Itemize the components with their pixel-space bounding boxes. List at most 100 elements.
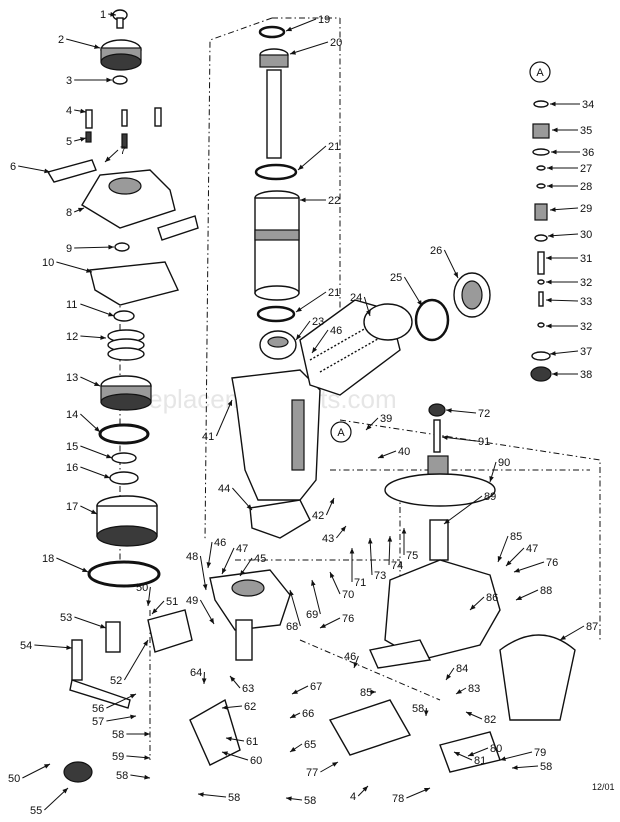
callout-arrowhead bbox=[497, 556, 503, 562]
callout-arrowhead bbox=[552, 371, 558, 377]
callout-arrowhead bbox=[94, 426, 100, 432]
callout-label: 48 bbox=[186, 551, 198, 563]
callout-28: 28 bbox=[547, 181, 592, 193]
callout-16: 16 bbox=[66, 462, 111, 479]
callout-arrowhead bbox=[552, 127, 558, 133]
callout-arrowhead bbox=[222, 751, 228, 756]
callout-12: 12 bbox=[66, 331, 107, 343]
callout-leader bbox=[56, 261, 93, 273]
callout-label: 11 bbox=[66, 299, 77, 311]
callout-55: 55 bbox=[30, 787, 69, 817]
part-bolts-5 bbox=[85, 131, 128, 149]
callout-layer: 1234567891011121314151617181920212221232… bbox=[8, 9, 598, 817]
callout-23: 23 bbox=[295, 316, 324, 341]
callout-arrowhead bbox=[104, 473, 110, 479]
callout-arrowhead bbox=[152, 608, 158, 614]
part-o-ring-21-top bbox=[254, 163, 298, 181]
callout-29: 29 bbox=[549, 203, 592, 215]
callout-33: 33 bbox=[545, 296, 592, 308]
callout-label: 58 bbox=[116, 770, 128, 782]
callout-label: 72 bbox=[478, 408, 490, 420]
part-nose-45 bbox=[209, 569, 291, 661]
callout-3: 3 bbox=[66, 75, 112, 87]
part-o-ring-15 bbox=[111, 452, 137, 464]
callout-60: 60 bbox=[221, 751, 262, 767]
callout-arrowhead bbox=[202, 584, 208, 590]
callout-arrowhead bbox=[146, 600, 152, 606]
callout-label: 43 bbox=[322, 533, 334, 545]
callout-78: 78 bbox=[392, 787, 431, 805]
callout-label: 57 bbox=[92, 716, 104, 728]
callout-label: 69 bbox=[306, 609, 318, 621]
callout-leader bbox=[56, 557, 89, 573]
callout-label: 89 bbox=[484, 491, 496, 503]
callout-leader bbox=[311, 579, 321, 615]
callout-arrowhead bbox=[417, 300, 422, 306]
callout-label: 90 bbox=[498, 457, 510, 469]
callout-label: 53 bbox=[60, 612, 72, 624]
callout-58: 58 bbox=[197, 792, 240, 804]
callout-arrowhead bbox=[66, 645, 72, 650]
part-o-ring-14 bbox=[98, 423, 150, 445]
callout-arrowhead bbox=[108, 311, 114, 317]
callout-58: 58 bbox=[116, 770, 151, 782]
callout-label: 42 bbox=[312, 510, 324, 522]
part-o-ring-25 bbox=[414, 298, 450, 342]
callout-arrowhead bbox=[226, 736, 232, 742]
callout-label: 22 bbox=[328, 195, 340, 207]
callout-46: 46 bbox=[311, 325, 342, 354]
part-gasket-10 bbox=[89, 261, 179, 306]
callout-arrowhead bbox=[108, 244, 114, 250]
callout-85: 85 bbox=[360, 687, 376, 699]
callout-53: 53 bbox=[60, 612, 107, 629]
callout-label: 15 bbox=[66, 441, 78, 453]
callout-arrowhead bbox=[340, 526, 346, 532]
callout-79: 79 bbox=[499, 747, 546, 761]
part-canister-90 bbox=[384, 455, 496, 507]
callout-arrowhead bbox=[442, 435, 448, 440]
callout-label: 40 bbox=[398, 446, 410, 458]
callout-arrowhead bbox=[230, 676, 236, 682]
callout-arrowhead bbox=[546, 297, 552, 303]
callout-5: 5 bbox=[66, 136, 87, 148]
callout-label: 88 bbox=[540, 585, 552, 597]
callout-61: 61 bbox=[225, 736, 258, 748]
callout-arrowhead bbox=[311, 580, 316, 586]
callout-84: 84 bbox=[445, 663, 468, 681]
callout-arrowhead bbox=[201, 678, 207, 684]
callout-label: 76 bbox=[546, 557, 558, 569]
callout-arrowhead bbox=[144, 755, 150, 760]
callout-label: 13 bbox=[66, 372, 78, 384]
callout-73: 73 bbox=[367, 537, 386, 582]
part-trigger-53 bbox=[105, 621, 121, 653]
callout-arrowhead bbox=[290, 50, 296, 55]
callout-arrowhead bbox=[100, 335, 106, 340]
callout-44: 44 bbox=[218, 483, 253, 511]
callout-label: 80 bbox=[490, 743, 502, 755]
callout-arrowhead bbox=[551, 149, 557, 155]
callout-leader bbox=[441, 436, 477, 442]
callout-arrowhead bbox=[512, 765, 518, 770]
callout-label: 41 bbox=[202, 431, 214, 443]
part-end-cap-24 bbox=[363, 303, 413, 341]
callout-40: 40 bbox=[377, 446, 410, 459]
part-bolts-4 bbox=[85, 107, 162, 129]
callout-label: 17 bbox=[66, 501, 78, 513]
part-gasket-44 bbox=[249, 499, 311, 539]
callout-21: 21 bbox=[295, 287, 340, 313]
callout-label: 78 bbox=[392, 793, 404, 805]
callout-54: 54 bbox=[20, 640, 73, 652]
callout-80: 80 bbox=[467, 743, 502, 757]
callout-arrowhead bbox=[130, 694, 136, 699]
callout-label: 59 bbox=[112, 751, 124, 763]
callout-arrowhead bbox=[454, 752, 460, 757]
callout-arrowhead bbox=[367, 538, 373, 544]
callout-83: 83 bbox=[455, 683, 480, 695]
callout-leader bbox=[295, 291, 327, 313]
callout-label: 35 bbox=[580, 125, 592, 137]
callout-label: 54 bbox=[20, 640, 32, 652]
callout-76: 76 bbox=[513, 557, 558, 573]
callout-arrowhead bbox=[106, 453, 112, 459]
callout-arrowhead bbox=[198, 792, 204, 797]
callout-label: 14 bbox=[66, 409, 78, 421]
